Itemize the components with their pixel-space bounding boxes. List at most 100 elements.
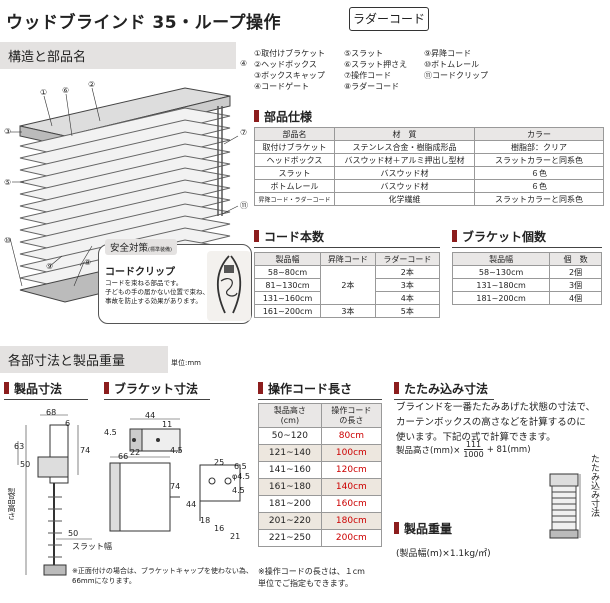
cords-cell: 161~200cm bbox=[253, 304, 322, 318]
cords-cell: 58~80cm bbox=[253, 265, 322, 279]
brackets-header: 個 数 bbox=[549, 252, 602, 266]
unit-label: 単位:mm bbox=[171, 359, 201, 367]
product-dims-drawing bbox=[17, 414, 92, 576]
op-cell: 200cm bbox=[320, 529, 383, 547]
cords-cell: 2本 bbox=[320, 265, 376, 305]
brackets-cell: 4個 bbox=[549, 291, 602, 305]
formula-suffix: + 81(mm) bbox=[486, 444, 531, 455]
note-line: 単位でご指定もできます。 bbox=[258, 579, 353, 588]
bdim-6: 4.5 bbox=[170, 446, 183, 455]
dim-63: 63 bbox=[14, 442, 25, 451]
slat-width-label: スラット幅 bbox=[72, 542, 112, 551]
bdim-1: 44 bbox=[145, 411, 156, 420]
safety-line: コードを束ねる部品です。 bbox=[105, 279, 183, 287]
spec-header: 材 質 bbox=[334, 127, 475, 141]
spec-cell: スラットカラーと同系色 bbox=[474, 153, 604, 167]
product-height-label: 製品高さ bbox=[7, 488, 16, 520]
brackets-cell: 3個 bbox=[549, 278, 602, 292]
callout-4: ④ bbox=[240, 59, 248, 68]
bdim-4: 22 bbox=[130, 448, 141, 457]
op-cell: 201~220 bbox=[258, 512, 322, 530]
op-cord-heading: 操作コード長さ bbox=[258, 380, 382, 400]
op-cell: 100cm bbox=[320, 444, 383, 462]
spec-table: 部品名材 質カラー 取付けブラケットステンレス合金・樹脂成形品樹脂部：クリア ヘ… bbox=[254, 127, 604, 206]
part-name: ⑥スラット押さえ bbox=[344, 60, 408, 69]
bdim-8: 44 bbox=[186, 500, 197, 509]
brackets-heading: ブラケット個数 bbox=[452, 228, 602, 248]
spec-cell: ボトムレール bbox=[254, 179, 335, 193]
cords-cell: 5本 bbox=[374, 304, 441, 318]
op-cell: 50~120 bbox=[258, 427, 322, 445]
safety-line: 事故を防止する効果があります。 bbox=[105, 297, 202, 305]
part-name: ④コードゲート bbox=[254, 82, 310, 91]
dim-68: 68 bbox=[46, 408, 57, 417]
weight-formula: (製品幅(m)×1.1kg/㎡) bbox=[396, 549, 491, 559]
spec-cell: ６色 bbox=[474, 179, 604, 193]
safety-text: コードを束ねる部品です。 子どもの手の届かない位置で束ね、 事故を防止する効果が… bbox=[105, 279, 209, 306]
product-dims-heading: 製品寸法 bbox=[4, 380, 88, 400]
bdim-15: 21 bbox=[230, 532, 241, 541]
brackets-cell: 58~130cm bbox=[451, 265, 551, 279]
part-name: ⑪コードクリップ bbox=[424, 71, 488, 80]
bdim-2: 11 bbox=[162, 420, 173, 429]
cords-cell: 2本 bbox=[374, 265, 441, 279]
weight-heading: 製品重量 bbox=[394, 520, 452, 537]
op-header: 製品高さ (cm) bbox=[258, 403, 322, 428]
fold-line: 使います。下記の式で計算できます。 bbox=[396, 432, 556, 443]
safety-title: コードクリップ bbox=[105, 267, 175, 278]
spec-cell: バスウッド材 bbox=[334, 179, 475, 193]
safety-callout: 安全対策(標準装備) コードクリップ コードを束ねる部品です。 子どもの手の届か… bbox=[98, 239, 252, 324]
op-cell: 160cm bbox=[320, 495, 383, 513]
formula-denominator: 1000 bbox=[463, 450, 484, 459]
callout-6: ⑥ bbox=[62, 86, 70, 95]
spec-cell: スラットカラーと同系色 bbox=[474, 192, 604, 206]
fold-heading: たたみ込み寸法 bbox=[394, 380, 494, 400]
bracket-dims-drawing bbox=[109, 418, 241, 532]
dimensions-heading: 各部寸法と製品重量 bbox=[0, 346, 168, 373]
note-line: ※正面付けの場合は、ブラケットキャップを使わない為、 bbox=[72, 567, 253, 575]
table-row: ヘッドボックスバスウッド材＋アルミ押出し型材スラットカラーと同系色 bbox=[254, 153, 604, 167]
op-cell: 141~160 bbox=[258, 461, 322, 479]
bdim-7: 74 bbox=[170, 482, 181, 491]
callout-9: ⑨ bbox=[46, 262, 54, 271]
callout-7: ⑦ bbox=[240, 128, 248, 137]
bdim-3: 4.5 bbox=[104, 428, 117, 437]
parts-heading: 構造と部品名 bbox=[0, 42, 236, 69]
part-name: ①取付けブラケット bbox=[254, 49, 326, 58]
safety-badge: 安全対策(標準装備) bbox=[105, 239, 177, 255]
part-name: ③ボックスキャップ bbox=[254, 71, 325, 80]
op-cell: 121~140 bbox=[258, 444, 322, 462]
op-cell: 180cm bbox=[320, 512, 383, 530]
part-name: ⑤スラット bbox=[344, 49, 384, 58]
product-dims-note: ※正面付けの場合は、ブラケットキャップを使わない為、 66mmになります。 bbox=[72, 566, 253, 586]
dim-74: 74 bbox=[80, 446, 91, 455]
spec-cell: 樹脂部：クリア bbox=[474, 140, 604, 154]
fold-formula: 製品高さ(mm)× 111 1000 + 81(mm) bbox=[396, 440, 531, 459]
op-cell: 120cm bbox=[320, 461, 383, 479]
note-line: 66mmになります。 bbox=[72, 577, 136, 585]
safety-line: 子どもの手の届かない位置で束ね、 bbox=[105, 288, 209, 296]
note-line: ※操作コードの長さは、１cm bbox=[258, 567, 365, 576]
safety-badge-note: (標準装備) bbox=[148, 247, 172, 253]
brackets-cell: 181~200cm bbox=[451, 291, 551, 305]
callout-1: ① bbox=[40, 88, 48, 97]
callout-10: ⑩ bbox=[4, 236, 12, 245]
spec-cell: ステンレス合金・樹脂成形品 bbox=[334, 140, 475, 154]
safety-badge-label: 安全対策 bbox=[110, 243, 149, 254]
callout-11: ⑪ bbox=[240, 201, 248, 210]
bdim-11: 4.5 bbox=[232, 486, 245, 495]
part-name: ⑦操作コード bbox=[344, 71, 392, 80]
part-name: ⑨昇降コード bbox=[424, 49, 472, 58]
cords-heading: コード本数 bbox=[254, 228, 440, 248]
op-cord-note: ※操作コードの長さは、１cm 単位でご指定もできます。 bbox=[258, 566, 365, 590]
